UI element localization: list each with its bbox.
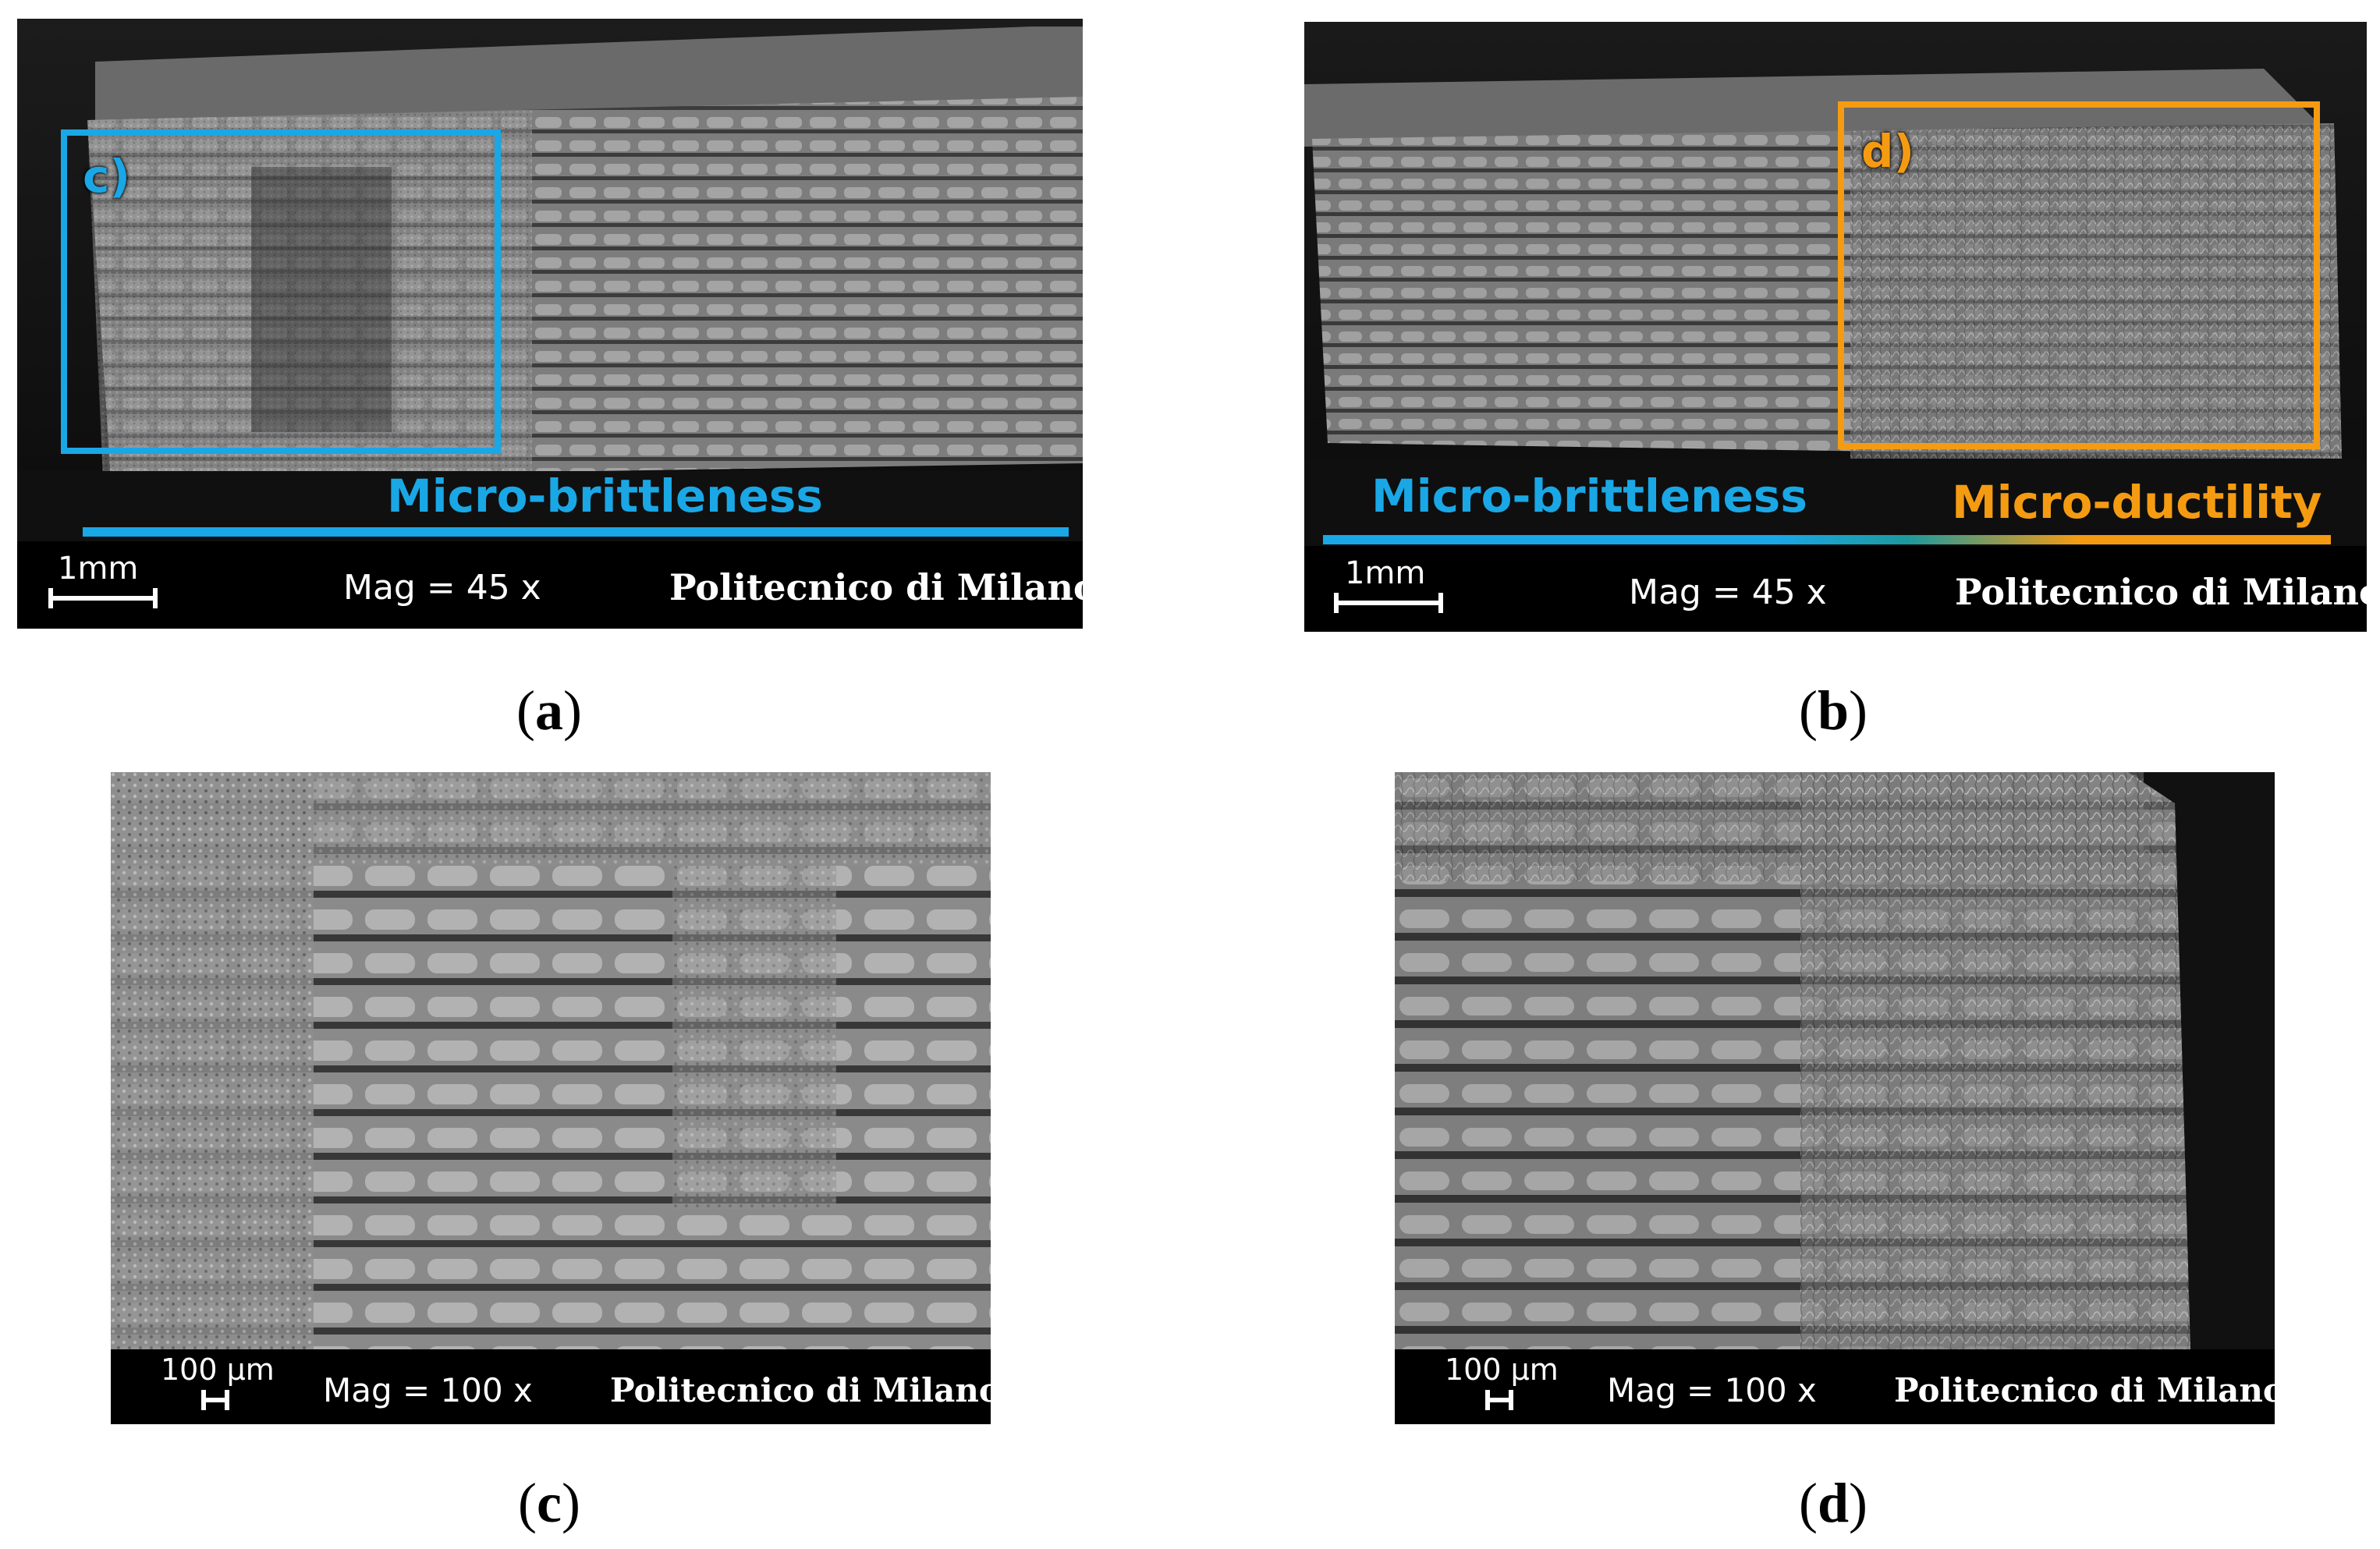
caption-a: (a)	[471, 679, 627, 743]
region-box-d	[1838, 101, 2320, 449]
institution-a: Politecnico di Milano	[669, 566, 1083, 608]
sem-data-bar-b: 1mm Mag = 45 x Politecnico di Milano	[1304, 549, 2367, 632]
scale-bar-label-b: 1mm	[1345, 555, 1426, 591]
sem-panel-d: 100 µm Mag = 100 x Politecnico di Milano	[1395, 772, 2275, 1424]
sem-panel-a: c) Micro-brittleness 1mm Mag = 45 x Poli…	[17, 19, 1083, 629]
caption-c-close: )	[561, 1472, 580, 1534]
caption-d: (d)	[1755, 1471, 1911, 1536]
caption-b-close: )	[1849, 679, 1867, 742]
caption-b: (b)	[1755, 679, 1911, 743]
scale-bar-label-a: 1mm	[58, 551, 139, 587]
magnification-a: Mag = 45 x	[343, 568, 541, 608]
caption-a-close: )	[563, 679, 582, 742]
sem-fracture-image-b	[1304, 22, 2367, 546]
institution-b: Politecnico di Milano	[1955, 571, 2367, 613]
scale-bar-tick-left-b	[1334, 593, 1339, 613]
caption-b-letter: b	[1817, 679, 1850, 742]
scale-bar-tick-right-a	[153, 588, 158, 608]
sem-panel-c: 100 µm Mag = 100 x Politecnico di Milano	[111, 772, 991, 1424]
brittle-to-ductile-gradient-line	[1323, 535, 2331, 544]
scale-bar-a	[48, 596, 158, 601]
caption-a-open: (	[516, 679, 535, 742]
region-label-d: d)	[1861, 125, 1915, 178]
scale-bar-tick-left-d	[1485, 1390, 1490, 1410]
caption-b-open: (	[1798, 679, 1818, 742]
micro-brittleness-line	[83, 527, 1069, 537]
scale-bar-d	[1487, 1398, 1512, 1402]
scale-bar-tick-left-a	[48, 588, 53, 608]
region-box-c	[61, 129, 501, 454]
magnification-c: Mag = 100 x	[323, 1371, 533, 1409]
micro-ductility-label: Micro-ductility	[1952, 476, 2322, 529]
scale-bar-b	[1334, 601, 1443, 605]
scale-bar-tick-right-c	[225, 1390, 229, 1410]
sem-fracture-image-c	[111, 772, 991, 1349]
scale-bar-label-c: 100 µm	[161, 1352, 275, 1387]
caption-d-letter: d	[1817, 1472, 1850, 1534]
scale-bar-c	[203, 1398, 228, 1402]
caption-a-letter: a	[535, 679, 563, 742]
sem-fracture-image-d	[1395, 772, 2275, 1349]
micro-brittleness-label-b: Micro-brittleness	[1371, 470, 1807, 523]
caption-d-close: )	[1849, 1472, 1867, 1534]
sem-data-bar-d: 100 µm Mag = 100 x Politecnico di Milano	[1395, 1349, 2275, 1424]
caption-c-open: (	[518, 1472, 537, 1534]
institution-c: Politecnico di Milano	[610, 1371, 991, 1409]
scale-bar-tick-left-c	[201, 1390, 206, 1410]
institution-d: Politecnico di Milano	[1894, 1371, 2275, 1409]
sem-panel-b: d) Micro-brittleness Micro-ductility 1mm…	[1304, 22, 2367, 632]
sem-data-bar-a: 1mm Mag = 45 x Politecnico di Milano	[17, 543, 1083, 629]
caption-c: (c)	[471, 1471, 627, 1536]
magnification-d: Mag = 100 x	[1607, 1371, 1817, 1409]
micro-brittleness-label: Micro-brittleness	[387, 470, 823, 523]
caption-d-open: (	[1798, 1472, 1818, 1534]
caption-c-letter: c	[537, 1472, 562, 1534]
region-label-c: c)	[83, 150, 130, 203]
scale-bar-tick-right-d	[1509, 1390, 1513, 1410]
sem-data-bar-c: 100 µm Mag = 100 x Politecnico di Milano	[111, 1349, 991, 1424]
scale-bar-label-d: 100 µm	[1445, 1352, 1559, 1387]
magnification-b: Mag = 45 x	[1629, 572, 1827, 612]
scale-bar-tick-right-b	[1438, 593, 1443, 613]
